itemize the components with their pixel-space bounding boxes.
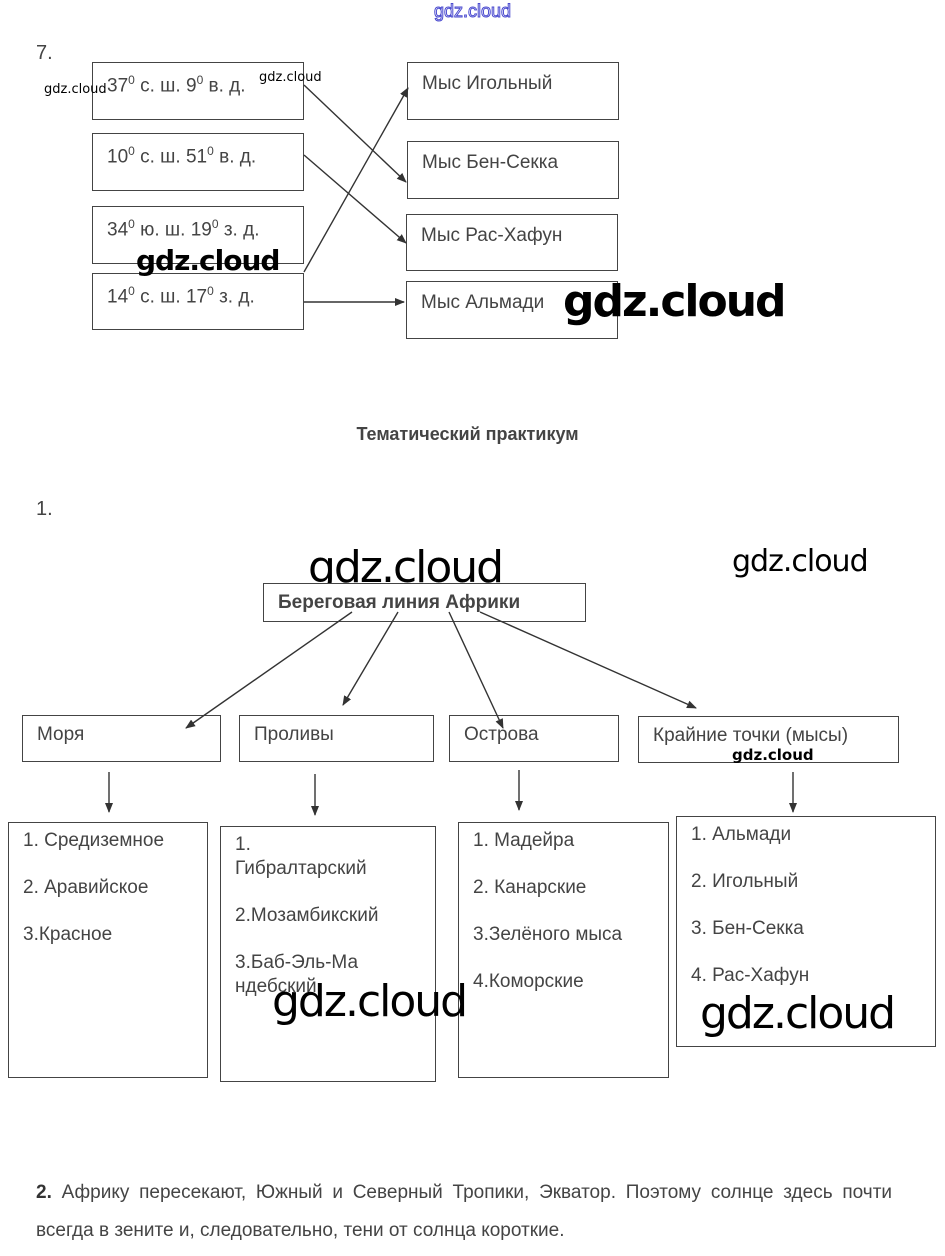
list-item: 2.Мозамбикский [235, 905, 379, 926]
coordinate-box-4: 140 с. ш. 170 з. д. [92, 273, 304, 330]
list-box-seas: 1. Средиземное 2. Аравийское 3.Красное [8, 822, 208, 1078]
cape-label: Мыс Игольный [422, 73, 553, 94]
watermark: gdz.cloud [272, 976, 468, 1027]
degree: 0 [128, 217, 135, 231]
match-arrow [303, 154, 407, 244]
list-box-capes: 1. Альмади 2. Игольный 3. Бен-Секка 4. Р… [676, 816, 936, 1047]
watermark: gdz.cloud [700, 988, 896, 1039]
cape-label: Мыс Альмади [421, 292, 545, 313]
category-label: Острова [464, 724, 539, 745]
list-box-straits: 1. Гибралтарский 2.Мозамбикский 3.Баб-Эл… [220, 826, 436, 1082]
list-item: 3.Зелёного мыса [473, 924, 623, 945]
longitude-hemisphere: в. д. [208, 75, 246, 97]
degree: 0 [128, 73, 135, 87]
list-item: 3.Красное [23, 924, 113, 945]
latitude-hemisphere: с. ш. [140, 286, 181, 308]
watermark: gdz.cloud [433, 1, 512, 22]
category-box-capes: Крайние точки (мысы) [638, 716, 899, 763]
branch-arrow [448, 611, 504, 729]
longitude-hemisphere: з. д. [223, 219, 260, 241]
cape-box-4: Мыс Альмади [406, 281, 618, 339]
longitude: 51 [185, 146, 208, 168]
degree: 0 [196, 73, 204, 87]
category-label: Проливы [254, 724, 334, 745]
cape-box-1: Мыс Игольный [407, 62, 619, 120]
cape-label: Мыс Рас-Хафун [421, 225, 563, 246]
latitude: 34 [107, 219, 129, 241]
coordinate-box-2: 100 с. ш. 510 в. д. [92, 133, 304, 191]
task-2-answer: 2. Африку пересекают, Южный и Северный Т… [36, 1174, 892, 1250]
task-7-number: 7. [36, 42, 53, 64]
degree: 0 [211, 217, 219, 231]
list-item: 1. Альмади [691, 824, 792, 845]
watermark: gdz.cloud [259, 70, 322, 85]
task-2-text: Африку пересекают, Южный и Северный Троп… [36, 1182, 893, 1241]
latitude-hemisphere: ю. ш. [140, 219, 186, 241]
branch-arrow [342, 611, 399, 706]
list-item: 1. Гибралтарский [235, 834, 367, 879]
watermark: gdz.cloud [44, 82, 107, 97]
list-box-islands: 1. Мадейра 2. Канарские 3.Зелёного мыса … [458, 822, 669, 1078]
root-label: Береговая линия Африки [278, 592, 521, 613]
latitude-hemisphere: с. ш. [140, 146, 181, 168]
latitude: 10 [107, 146, 129, 168]
task-1-number: 1. [36, 498, 53, 520]
watermark: gdz.cloud [732, 544, 869, 579]
coordinate-box-3: 340 ю. ш. 190 з. д. [92, 206, 304, 264]
list-item: 2. Канарские [473, 877, 587, 898]
longitude: 17 [185, 286, 208, 308]
match-arrow [303, 84, 407, 183]
category-box-seas: Моря [22, 715, 221, 762]
longitude: 9 [185, 75, 197, 97]
cape-label: Мыс Бен-Секка [422, 152, 559, 173]
coordinate-box-1: 370 с. ш. 90 в. д. [92, 62, 304, 120]
list-item: 3. Бен-Секка [691, 918, 804, 939]
list-item: 2. Игольный [691, 871, 799, 892]
list-item: 3.Баб-Эль-Мандебский [235, 952, 359, 997]
cape-box-2: Мыс Бен-Секка [407, 141, 619, 199]
list-item: 2. Аравийское [23, 877, 149, 898]
list-item: 4.Коморские [473, 971, 584, 992]
degree: 0 [207, 144, 214, 158]
task-2-number: 2. [36, 1182, 52, 1203]
latitude: 14 [107, 286, 129, 308]
category-label: Моря [37, 724, 85, 745]
longitude-hemisphere: з. д. [219, 286, 255, 308]
category-box-straits: Проливы [239, 715, 434, 762]
cape-box-3: Мыс Рас-Хафун [406, 214, 618, 271]
degree: 0 [207, 284, 214, 298]
degree: 0 [128, 284, 135, 298]
latitude: 37 [107, 75, 129, 97]
branch-arrow [185, 611, 353, 729]
longitude: 19 [190, 219, 212, 241]
category-label: Крайние точки (мысы) [653, 725, 849, 746]
match-arrow [303, 87, 409, 273]
watermark: gdz.cloud [563, 276, 787, 327]
watermark: gdz.cloud [136, 244, 280, 277]
branch-arrow [479, 611, 697, 709]
latitude-hemisphere: с. ш. [140, 75, 181, 97]
root-box: Береговая линия Африки [263, 583, 586, 622]
degree: 0 [128, 144, 135, 158]
watermark: gdz.cloud [732, 746, 814, 764]
longitude-hemisphere: в. д. [219, 146, 257, 168]
list-item: 1. Средиземное [23, 830, 165, 851]
section-title: Тематический практикум [356, 424, 579, 444]
list-item: 1. Мадейра [473, 830, 575, 851]
category-box-islands: Острова [449, 715, 619, 762]
list-item: 4. Рас-Хафун [691, 965, 810, 986]
